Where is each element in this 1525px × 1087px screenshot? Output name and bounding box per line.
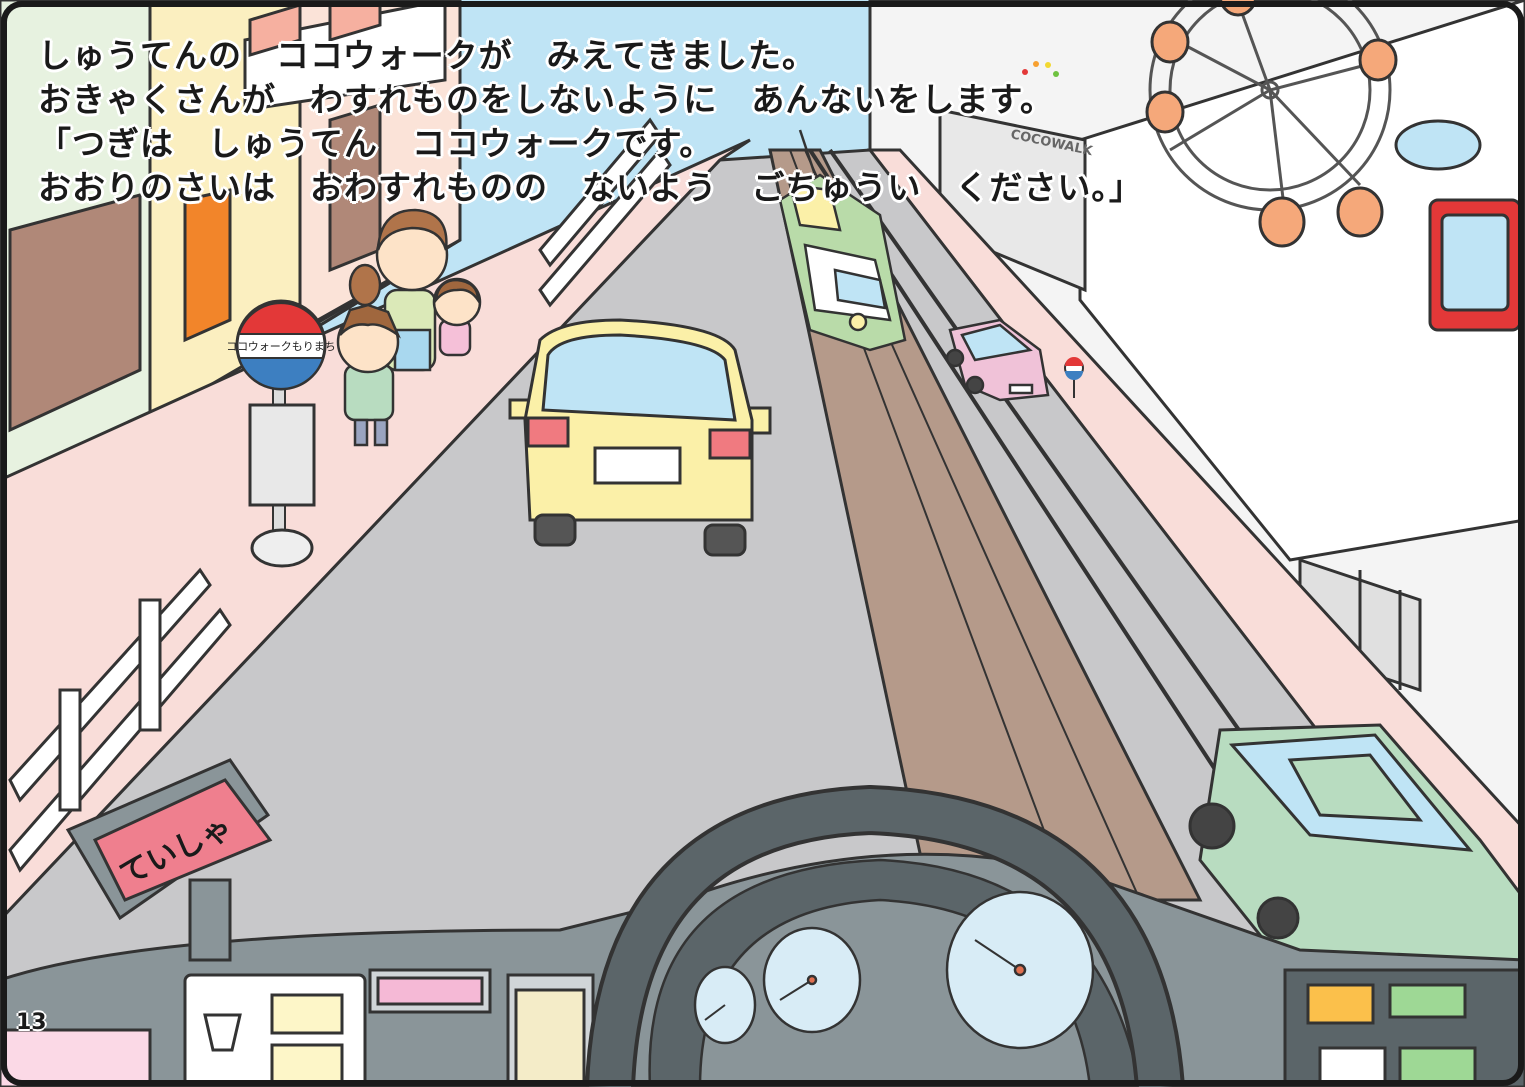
streetcar [778, 129, 907, 352]
pink-car [945, 318, 1050, 402]
caption-line-3: 「つぎは しゅうてん ココウォークです。 [38, 124, 714, 163]
far-tram-stop-sign [1064, 357, 1084, 398]
caption-line-4: おおりのさいは おわすれものの ないよう ごちゅうい ください。」 [38, 168, 1143, 207]
green-car [1188, 723, 1525, 1002]
yellow-car [508, 318, 772, 557]
family-waiting [336, 208, 482, 447]
left-buildings [0, 0, 462, 522]
steering-wheel [585, 784, 1185, 1087]
ferris-wheel [1145, 0, 1482, 248]
caption-line-1: しゅうてんの ココウォークが みえてきました。 [38, 36, 817, 75]
tram-stop-name: ココウォークもりまち [226, 340, 336, 353]
stop-request-button[interactable]: ていしゃ [65, 758, 273, 962]
story-caption: しゅうてんの ココウォークが みえてきました。 おきゃくさんが わすれものをしな… [38, 34, 1298, 210]
instrument-gauges [648, 858, 1142, 1087]
caption-line-2: おきゃくさんが わすれものをしないように あんないをします。 [38, 80, 1055, 119]
guardrail [8, 117, 672, 873]
tram-stop-sign: ココウォークもりまち [226, 299, 336, 568]
logo-dots [1022, 61, 1059, 77]
page-number: 13 [16, 1010, 47, 1035]
